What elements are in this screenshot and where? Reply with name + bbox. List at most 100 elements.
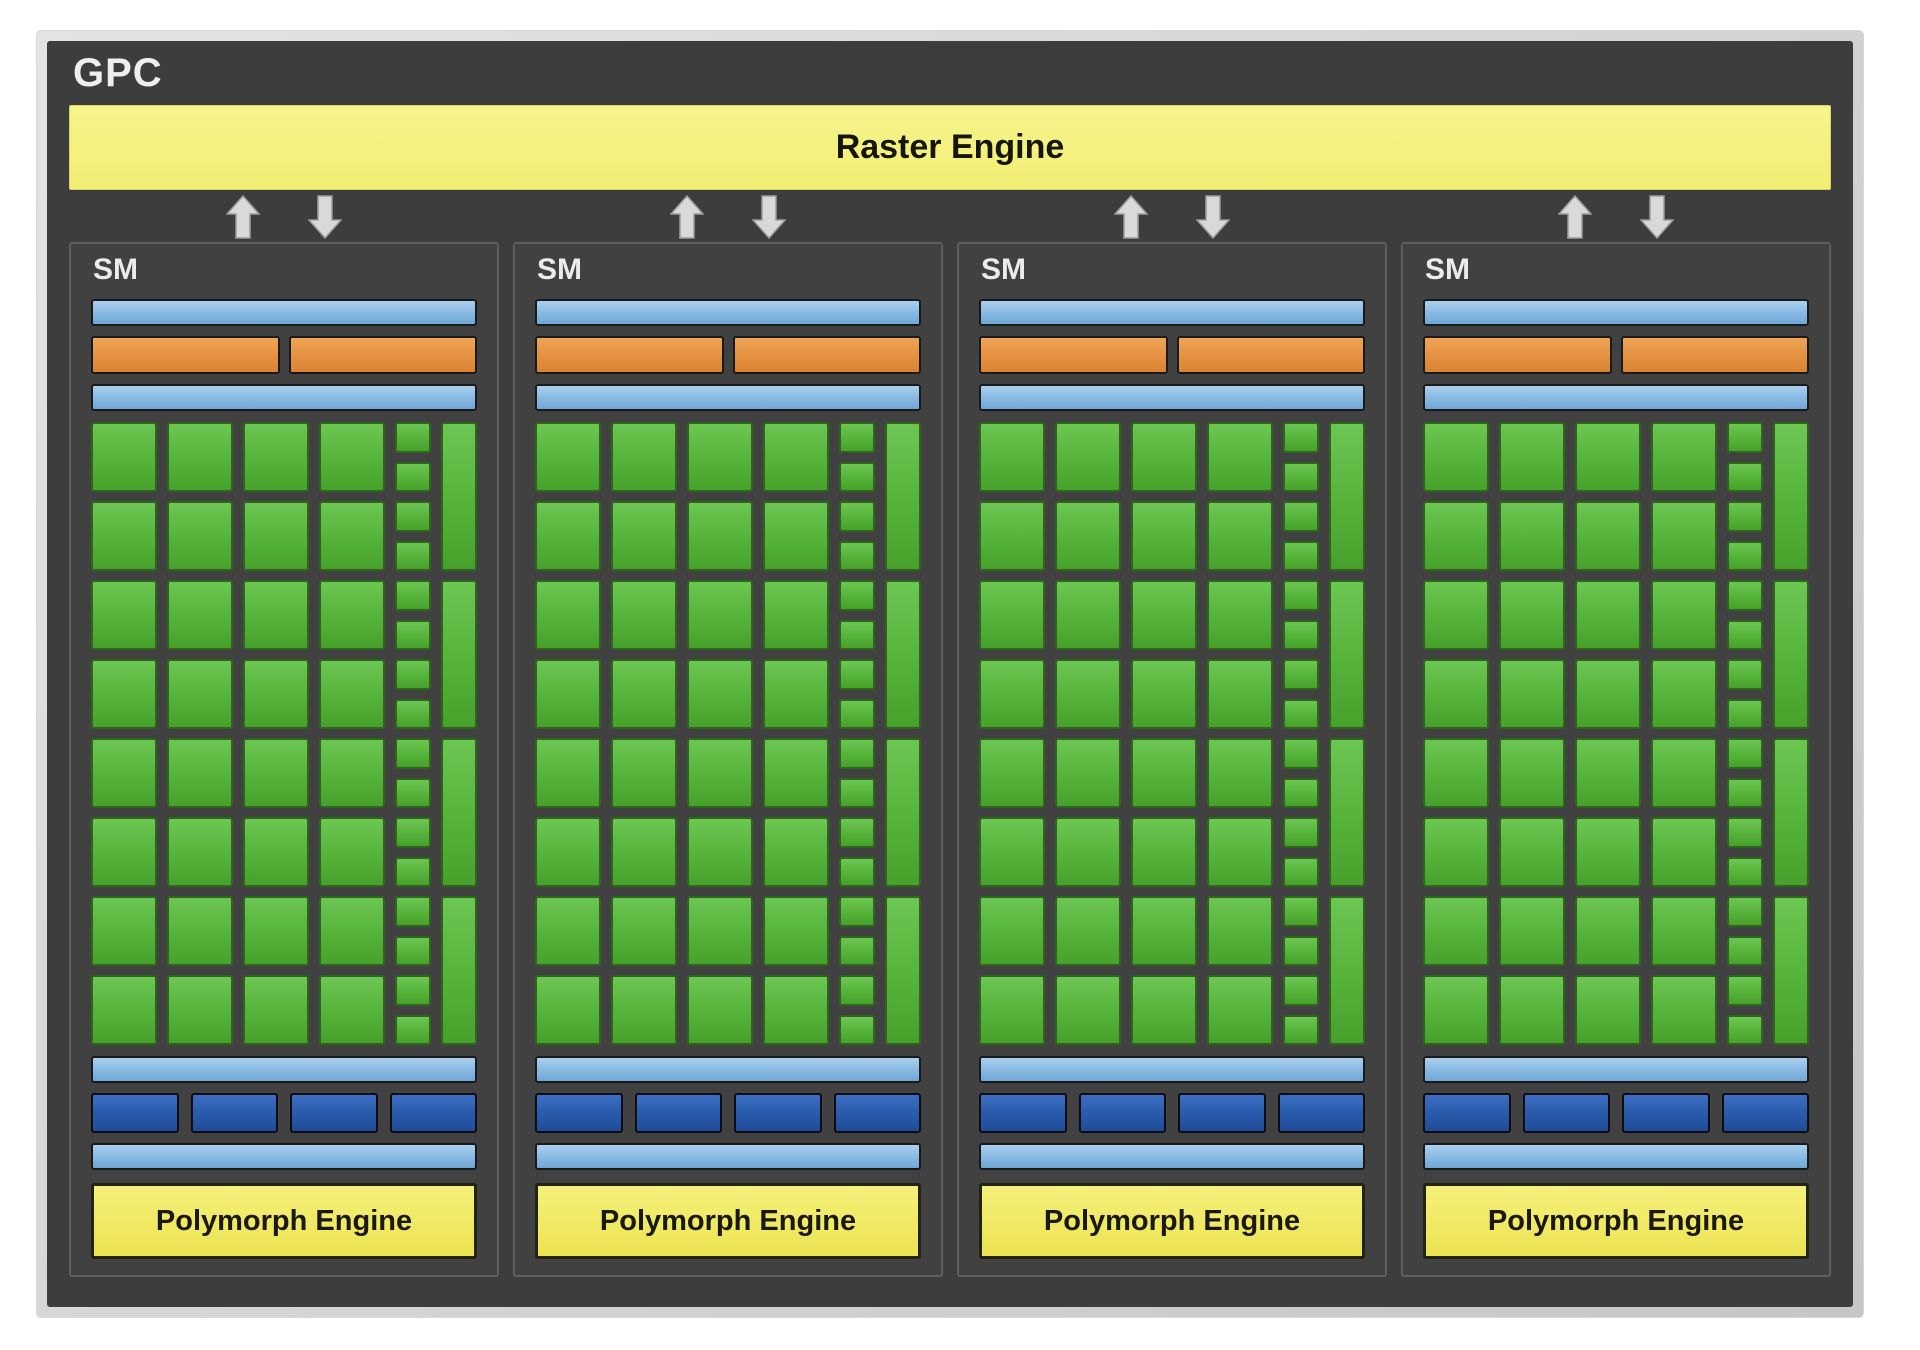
small-unit-cell — [1727, 461, 1763, 492]
core-cell — [1131, 975, 1197, 1045]
core-cell — [1499, 975, 1565, 1045]
core-cell — [243, 580, 309, 650]
core-cell — [1131, 817, 1197, 887]
core-cell — [91, 975, 157, 1045]
texture-unit-cell — [979, 1093, 1067, 1133]
core-cell — [1423, 422, 1489, 492]
sm-label: SM — [93, 253, 138, 286]
core-cell — [687, 422, 753, 492]
interconnect-bar — [1423, 1056, 1809, 1083]
sm-label: SM — [537, 253, 582, 286]
small-unit-cell — [839, 461, 875, 492]
small-unit-cell — [395, 777, 431, 808]
core-cell — [1423, 817, 1489, 887]
core-cell — [535, 975, 601, 1045]
core-cell — [1651, 659, 1717, 729]
small-unit-cell — [395, 935, 431, 966]
core-cell — [167, 738, 233, 808]
down-arrow-icon — [752, 195, 786, 239]
raster-engine-label: Raster Engine — [835, 128, 1065, 166]
gpc-outer-frame: GPC Raster Engine SM Polymorph Engine SM — [36, 30, 1864, 1318]
core-cell — [1055, 817, 1121, 887]
texture-unit-cell — [734, 1093, 822, 1133]
tall-unit-cell — [1329, 738, 1365, 887]
tall-unit-cell — [1329, 422, 1365, 571]
core-cell — [1207, 896, 1273, 966]
small-unit-cell — [1727, 659, 1763, 690]
scheduler-row — [535, 336, 921, 374]
small-unit-cell — [1727, 817, 1763, 848]
core-cell — [1055, 659, 1121, 729]
small-unit-cell — [1283, 975, 1319, 1006]
down-arrow-icon — [1640, 195, 1674, 239]
polymorph-engine-label: Polymorph Engine — [1487, 1204, 1745, 1237]
texture-unit-cell — [535, 1093, 623, 1133]
core-cell — [687, 501, 753, 571]
small-unit-cell — [1727, 698, 1763, 729]
small-unit-cell — [839, 856, 875, 887]
tall-unit-cell — [1329, 580, 1365, 729]
small-unit-cell — [395, 659, 431, 690]
core-cell — [1499, 501, 1565, 571]
small-unit-cell — [1727, 856, 1763, 887]
small-unit-cell — [1727, 975, 1763, 1006]
up-arrow-icon — [670, 195, 704, 239]
core-cell — [1651, 422, 1717, 492]
small-unit-cell — [1727, 580, 1763, 611]
small-unit-cell — [839, 1014, 875, 1045]
small-unit-cell — [1283, 698, 1319, 729]
small-unit-cell — [1283, 540, 1319, 571]
texture-unit-cell — [634, 1093, 722, 1133]
scheduler-row — [1423, 336, 1809, 374]
core-cell — [1499, 896, 1565, 966]
register-file-bar — [979, 384, 1365, 411]
core-cell — [1651, 580, 1717, 650]
scheduler-bar — [732, 336, 921, 374]
texture-unit-cell — [1721, 1093, 1809, 1133]
core-cell — [1207, 422, 1273, 492]
texture-unit-cell — [290, 1093, 378, 1133]
core-cell — [1651, 896, 1717, 966]
core-cell — [243, 422, 309, 492]
core-grid — [1423, 422, 1809, 1045]
small-unit-cell — [1283, 1014, 1319, 1045]
sm-arrow-group — [957, 195, 1387, 239]
small-unit-cell — [1283, 580, 1319, 611]
polymorph-engine-block: Polymorph Engine — [1423, 1183, 1809, 1259]
polymorph-engine-label: Polymorph Engine — [599, 1204, 857, 1237]
scheduler-bar — [979, 336, 1168, 374]
core-cell — [243, 738, 309, 808]
core-cell — [319, 896, 385, 966]
core-cell — [611, 422, 677, 492]
core-cell — [1651, 738, 1717, 808]
polymorph-engine-block: Polymorph Engine — [91, 1183, 477, 1259]
instruction-cache-bar — [979, 299, 1365, 326]
core-cell — [1499, 422, 1565, 492]
core-cell — [167, 659, 233, 729]
small-unit-cell — [1283, 501, 1319, 532]
small-unit-cell — [395, 856, 431, 887]
small-unit-cell — [1283, 935, 1319, 966]
core-cell — [91, 659, 157, 729]
core-cell — [535, 896, 601, 966]
core-cell — [1423, 659, 1489, 729]
core-cell — [243, 501, 309, 571]
core-cell — [1575, 738, 1641, 808]
texture-unit-row — [535, 1093, 921, 1133]
core-cell — [979, 817, 1045, 887]
small-unit-cell — [1283, 619, 1319, 650]
core-cell — [1651, 501, 1717, 571]
tall-unit-cell — [441, 738, 477, 887]
core-cell — [763, 501, 829, 571]
up-arrow-icon — [1558, 195, 1592, 239]
core-cell — [1651, 975, 1717, 1045]
core-cell — [319, 738, 385, 808]
texture-unit-row — [979, 1093, 1365, 1133]
core-cell — [1055, 738, 1121, 808]
core-cell — [763, 422, 829, 492]
core-cell — [167, 580, 233, 650]
up-arrow-icon — [226, 195, 260, 239]
core-cell — [91, 896, 157, 966]
sm-panel-4: SM Polymorph Engine — [1401, 242, 1831, 1277]
small-unit-cell — [395, 619, 431, 650]
